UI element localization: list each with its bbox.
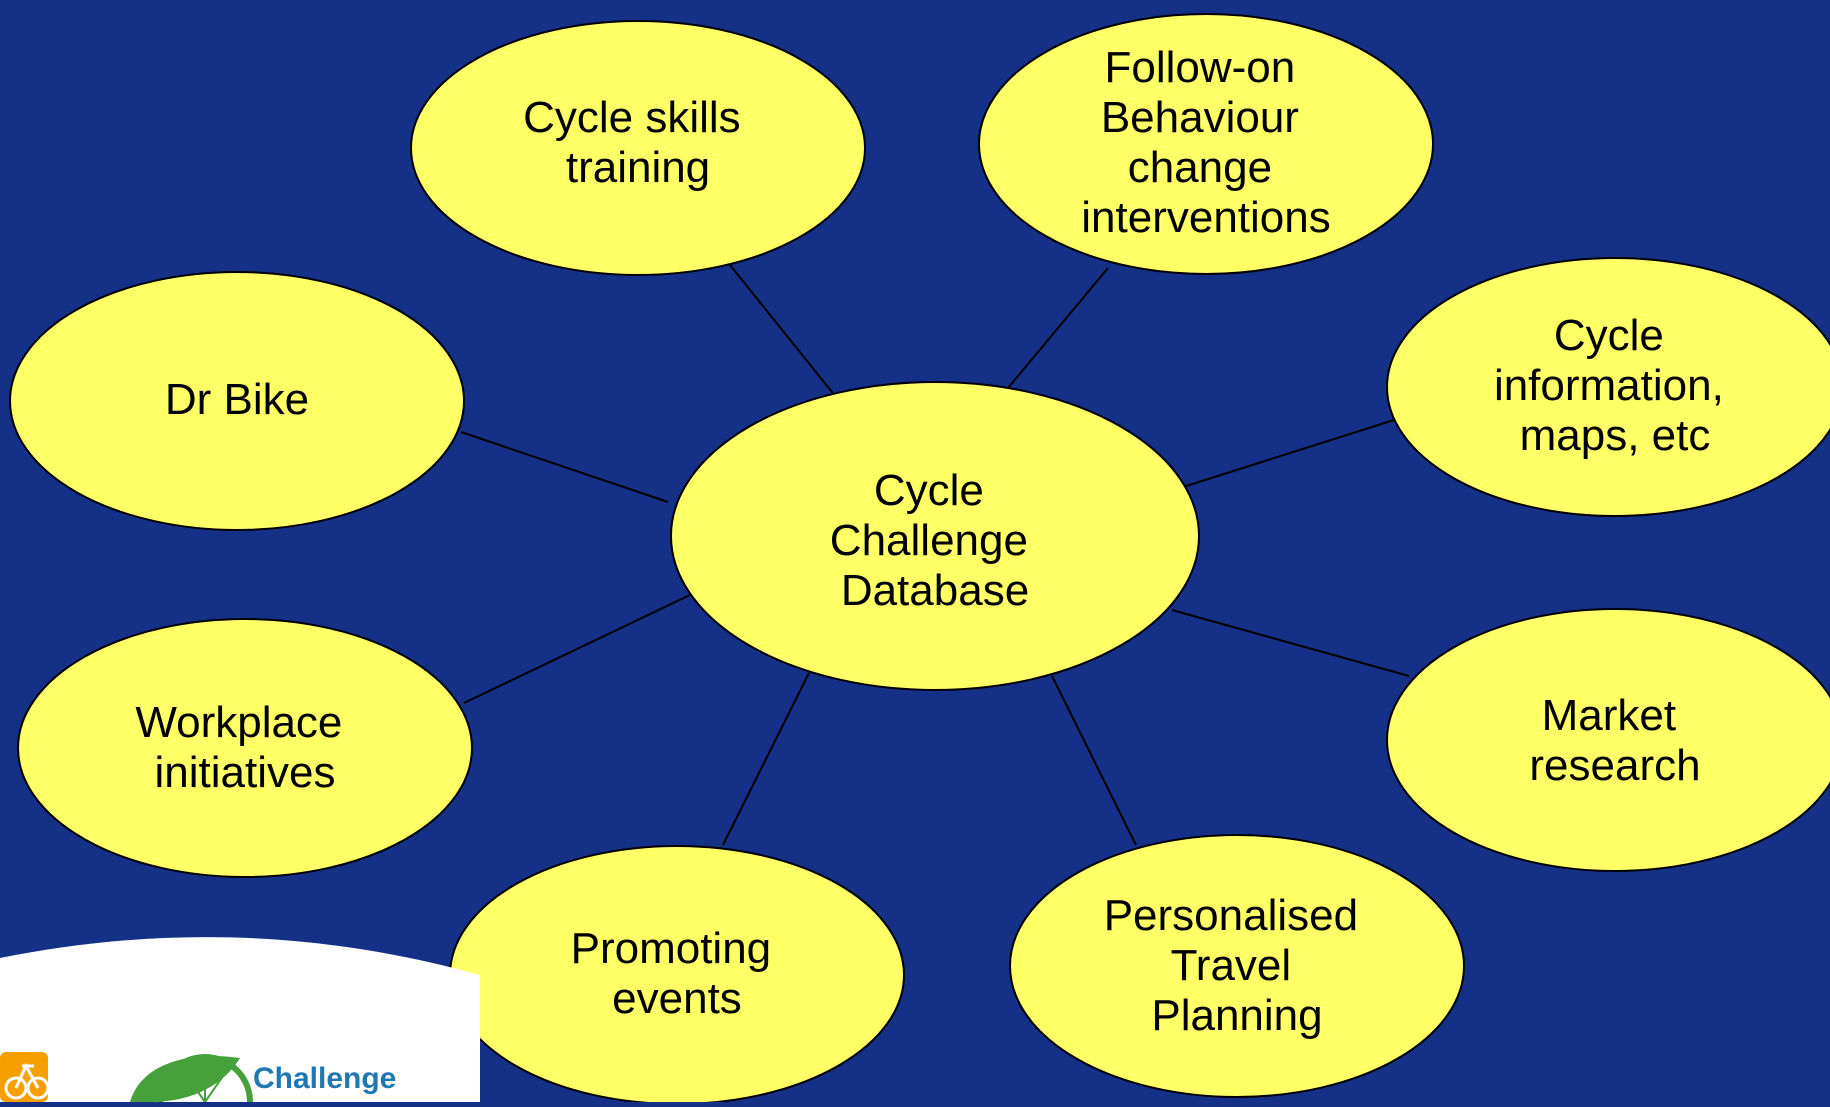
node-personalised-travel-planning: Personalised Travel Planning — [1009, 834, 1465, 1098]
node-label: Market research — [1529, 691, 1700, 790]
logo-area: Challenge — [0, 937, 480, 1107]
node-shape — [1386, 257, 1830, 517]
node-cycle-skills-training: Cycle skills training — [410, 20, 866, 276]
node-shape — [978, 13, 1434, 275]
node-label: Workplace initiatives — [135, 698, 354, 797]
connector-follow-on-behaviour — [1007, 267, 1109, 389]
connector-cycle-skills-training — [729, 264, 837, 398]
connector-promoting-events — [722, 672, 810, 846]
node-shape — [17, 618, 473, 878]
node-label: Cycle information, maps, etc — [1494, 311, 1736, 460]
node-market-research: Market research — [1386, 608, 1830, 872]
connector-workplace-initiatives — [463, 594, 691, 704]
connector-market-research — [1171, 609, 1410, 677]
node-shape — [410, 20, 866, 276]
logo-backdrop — [0, 937, 480, 1102]
connector-dr-bike — [460, 431, 669, 503]
node-shape — [9, 271, 465, 531]
connectors — [460, 264, 1410, 846]
node-promoting-events: Promoting events — [449, 845, 905, 1105]
node-follow-on-behaviour: Follow-on Behaviour change interventions — [978, 13, 1434, 275]
node-dr-bike: Dr Bike — [9, 271, 465, 531]
logo-text: Challenge — [253, 1062, 396, 1095]
bicycle-logo-icon — [0, 1052, 50, 1102]
node-label: Personalised Travel Planning — [1104, 891, 1371, 1040]
node-shape — [1386, 608, 1830, 872]
node-label: Cycle skills training — [523, 93, 753, 192]
node-cycle-information: Cycle information, maps, etc — [1386, 257, 1830, 517]
center-node-label: Cycle Challenge Database — [830, 466, 1040, 615]
center-node-shape — [670, 381, 1200, 691]
node-workplace-initiatives: Workplace initiatives — [17, 618, 473, 878]
center-node: Cycle Challenge Database — [670, 381, 1200, 691]
node-label: Follow-on Behaviour change interventions — [1081, 43, 1330, 242]
node-shape — [1009, 834, 1465, 1098]
connector-cycle-information — [1182, 419, 1395, 488]
connector-personalised-travel-planning — [1051, 675, 1137, 846]
node-label: Dr Bike — [165, 375, 309, 424]
node-label: Promoting events — [571, 924, 784, 1023]
